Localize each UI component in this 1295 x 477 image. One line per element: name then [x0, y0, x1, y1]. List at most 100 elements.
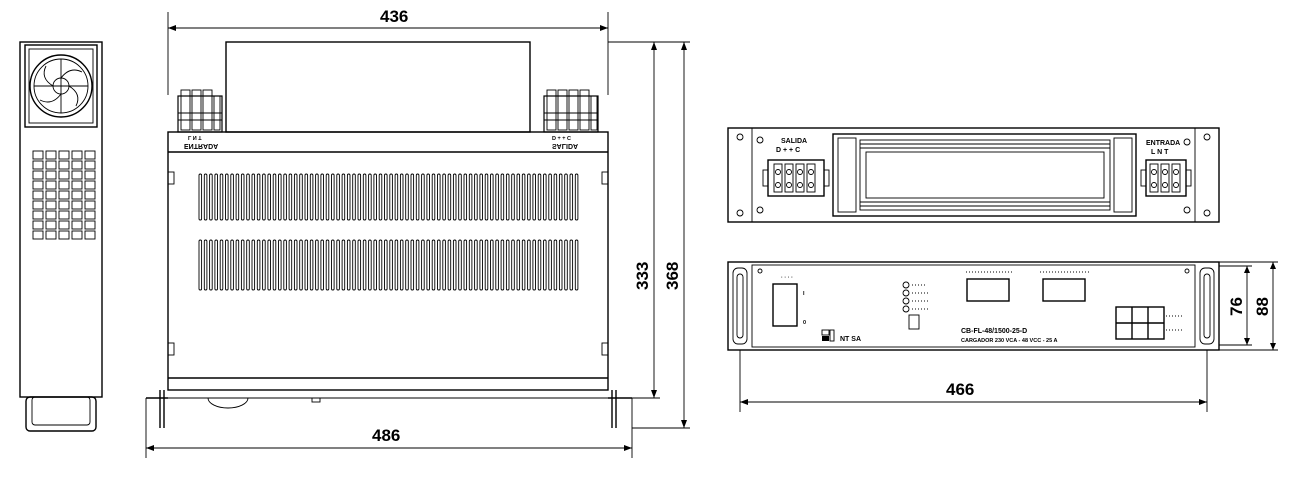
top-input-pins: L N T — [188, 134, 202, 140]
vent-slot — [500, 173, 505, 221]
vent-cell — [32, 160, 44, 170]
vent-slot — [516, 239, 521, 291]
vent-slot — [304, 239, 309, 291]
vent-slot — [490, 173, 494, 221]
vent-slot — [410, 239, 415, 291]
vent-slot — [346, 173, 351, 221]
vent-slot — [251, 239, 256, 291]
vent-slot — [272, 239, 277, 291]
vent-cell — [71, 220, 83, 230]
vent-cell — [71, 190, 83, 200]
vent-slot — [389, 173, 393, 221]
vent-slot — [574, 173, 579, 221]
vent-cell — [71, 210, 83, 220]
vent-slot — [431, 173, 436, 221]
output-terminal-front — [762, 159, 830, 197]
vent-slot — [521, 173, 526, 221]
vent-slot — [468, 239, 473, 291]
vent-slot — [315, 173, 319, 221]
vent-slot — [288, 239, 293, 291]
heatsink — [832, 133, 1137, 217]
rear-view: SALIDA D + + C — [727, 127, 1220, 223]
ventilation-slots-upper — [198, 173, 579, 221]
vent-slot — [389, 239, 393, 291]
vent-slot — [336, 239, 340, 291]
vent-slot — [331, 173, 335, 221]
vent-slot — [368, 239, 372, 291]
vent-cell — [45, 180, 57, 190]
vent-slot — [452, 173, 457, 221]
vent-slot — [203, 239, 208, 291]
vent-cell — [45, 160, 57, 170]
vent-cell — [71, 170, 83, 180]
vent-slot — [272, 173, 277, 221]
vent-slot — [426, 239, 430, 291]
vent-slot — [256, 239, 261, 291]
vent-slot — [267, 239, 271, 291]
vent-cell — [84, 220, 96, 230]
vent-slot — [479, 239, 483, 291]
vent-slot — [500, 239, 505, 291]
vent-slot — [415, 239, 420, 291]
vent-slot — [415, 173, 420, 221]
vent-slot — [437, 239, 441, 291]
vent-cell — [84, 150, 96, 160]
vent-slot — [431, 239, 436, 291]
vent-slot — [230, 239, 234, 291]
vent-slot — [442, 239, 446, 291]
vent-cell — [71, 180, 83, 190]
vent-slot — [511, 173, 515, 221]
brand-name: NT SA — [840, 336, 861, 343]
vent-slot — [384, 239, 388, 291]
switch-off-label: 0 — [803, 320, 806, 326]
vent-slot — [569, 239, 574, 291]
vent-cell — [58, 150, 70, 160]
vent-cell — [71, 160, 83, 170]
vent-slot — [278, 173, 282, 221]
vent-cell — [58, 210, 70, 220]
vent-slot — [537, 239, 542, 291]
vent-cell — [45, 170, 57, 180]
vent-cell — [84, 230, 96, 240]
vent-slot — [452, 239, 457, 291]
vent-cell — [32, 220, 44, 230]
vent-slot — [484, 173, 489, 221]
vent-slot — [262, 239, 266, 291]
vent-slot — [203, 173, 208, 221]
top-output-label: SALIDA — [552, 142, 578, 149]
vent-slot — [267, 173, 271, 221]
vent-cell — [32, 170, 44, 180]
vent-slot — [532, 239, 536, 291]
vent-slot — [516, 173, 521, 221]
vent-slot — [479, 173, 483, 221]
vent-slot — [527, 173, 531, 221]
dimension-panel-height-inner: 76 — [1227, 297, 1246, 316]
vent-slot — [293, 239, 298, 291]
vent-slot — [384, 173, 388, 221]
vent-slot — [569, 173, 574, 221]
vent-cell — [32, 190, 44, 200]
model-name: CB-FL-48/1500-25-D — [961, 328, 1027, 335]
vent-slot — [235, 239, 240, 291]
vent-slot — [463, 173, 468, 221]
vent-slot — [399, 173, 404, 221]
vent-slot — [548, 239, 552, 291]
vent-cell — [45, 220, 57, 230]
vent-slot — [378, 173, 383, 221]
vent-cell — [45, 190, 57, 200]
rear-input-label: ENTRADA — [1146, 140, 1180, 147]
vent-cell — [71, 150, 83, 160]
vent-slot — [458, 173, 462, 221]
vent-cell — [32, 230, 44, 240]
vent-slot — [262, 173, 266, 221]
vent-slot — [543, 173, 547, 221]
vent-cell — [58, 190, 70, 200]
vent-slot — [219, 173, 224, 221]
dimension-top-width: 436 — [380, 7, 408, 26]
vent-slot — [246, 239, 250, 291]
vent-slot — [426, 173, 430, 221]
vent-slot — [405, 173, 409, 221]
breaker-grid — [1115, 306, 1184, 340]
vent-slot — [235, 173, 240, 221]
